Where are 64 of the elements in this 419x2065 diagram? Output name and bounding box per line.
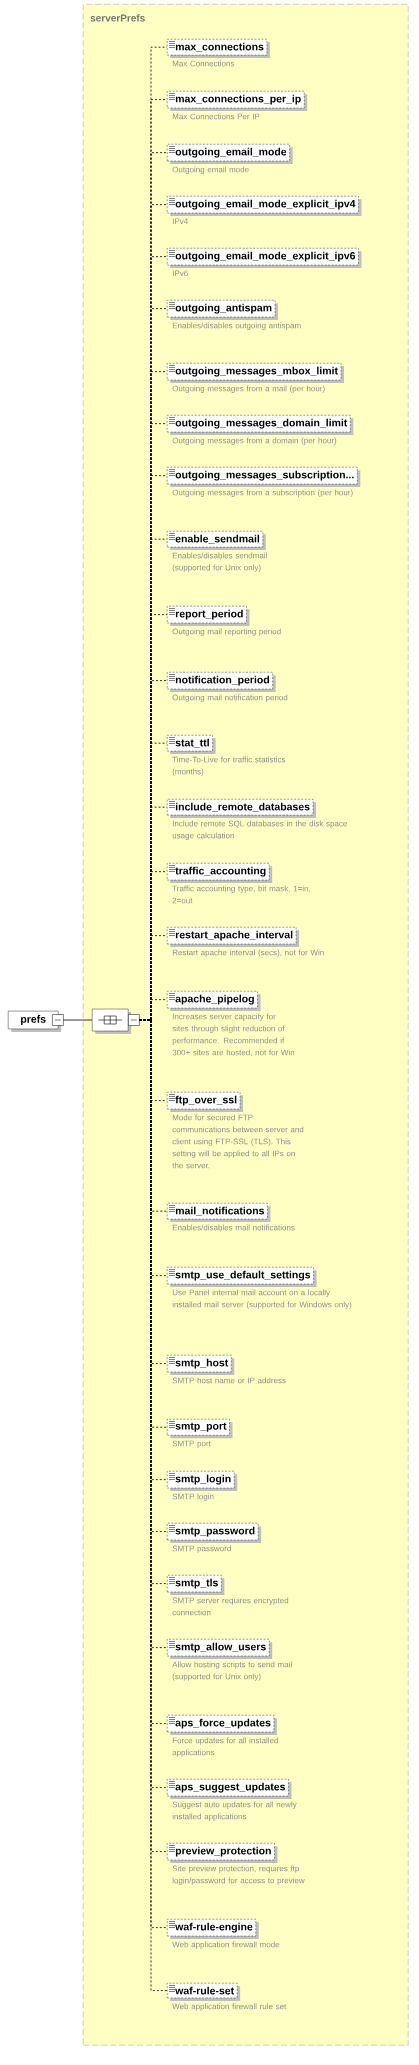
description: Force updates for all installed applications — [172, 1737, 278, 1757]
element-box: stat_ttl — [167, 735, 216, 755]
element-box: outgoing_email_mode — [167, 144, 293, 165]
description: SMTP port — [172, 1440, 211, 1448]
description: IPv4 — [172, 218, 188, 224]
element-box: smtp_port — [167, 1419, 233, 1439]
connector — [63, 1019, 93, 1021]
description: SMTP server requires encrypted connection — [172, 1597, 289, 1616]
description: SMTP host name or IP address — [172, 1377, 286, 1384]
description: Max Connections Per IP — [172, 113, 260, 120]
element-box: apache_pipelog — [167, 991, 261, 1012]
description: Enables/disables outgoing antispam — [172, 322, 301, 330]
description: Outgoing messages from a domain (per hour) — [172, 437, 337, 445]
element-box: smtp_host — [167, 1355, 235, 1375]
element-box: smtp_password — [167, 1523, 262, 1543]
element-box: waf-rule-engine — [167, 1919, 259, 1940]
description: Include remote SQL databases in the disk space usage calculation — [172, 820, 347, 840]
description: Site preview protection, requires ftp login/password for access to preview — [172, 1865, 305, 1885]
element-box: outgoing_email_mode_explicit_ipv6 — [167, 248, 362, 269]
description: Outgoing mail notification period — [172, 694, 288, 702]
description: Mode for secured FTP communications between server and client using FTP-SSL (TLS). This setting will be applied to all IPs on the server. — [172, 1114, 304, 1169]
description: IPv6 — [172, 270, 188, 277]
element-box: enable_sendmail — [167, 531, 266, 551]
description: Increases server capacity for sites through slight reduction of performance. Recommended if 300+ sites are hosted, not for Win — [172, 1013, 295, 1057]
element-box: report_period — [167, 606, 250, 626]
element-box: aps_suggest_updates — [167, 1779, 292, 1800]
element-box: waf-rule-set — [167, 1983, 241, 2001]
element-box: ftp_over_ssl — [167, 1092, 244, 1112]
element-box: outgoing_messages_subscription... — [167, 467, 361, 488]
element-box: outgoing_email_mode_explicit_ipv4 — [167, 196, 362, 217]
description: SMTP login — [172, 1493, 214, 1501]
element-box: max_connections — [167, 39, 270, 59]
description: Traffic accounting type, bit mask, 1=in, 2=out — [172, 885, 310, 904]
description: Allow hosting scripts to send mail (supported for Unix only) — [172, 1661, 292, 1681]
description: Outgoing messages from a mail (per hour) — [172, 385, 325, 393]
description: Suggest auto updates for all newly installed applications — [172, 1801, 297, 1821]
element-box: smtp_login — [167, 1471, 238, 1492]
element-box: mail_notifications — [167, 1203, 271, 1223]
description: Web application firewall rule set — [172, 2003, 287, 2011]
element-box: outgoing_antispam — [167, 300, 279, 321]
description: Outgoing messages from a subscription (per hour) — [172, 489, 353, 497]
description: Restart apache interval (secs), not for Win — [172, 949, 324, 957]
element-box: max_connections_per_ip — [167, 91, 308, 111]
element-box: traffic_accounting — [167, 863, 273, 884]
element-box: restart_apache_interval — [167, 927, 300, 947]
description: Outgoing email mode — [172, 166, 249, 174]
description: Time-To-Live for traffic statistics (months) — [172, 756, 286, 776]
element-box: aps_force_updates — [167, 1715, 277, 1735]
element-box: notification_period — [167, 672, 276, 692]
element-box: smtp_allow_users — [167, 1639, 273, 1659]
element-box: preview_protection — [167, 1843, 278, 1863]
description: SMTP password — [172, 1545, 231, 1553]
element-box: prefs — [8, 1010, 62, 1032]
description: Enables/disables mail notifications — [172, 1224, 295, 1231]
element-box: smtp_tls — [167, 1575, 225, 1595]
description: Max Connections — [172, 60, 235, 67]
element-box: include_remote_databases — [167, 799, 316, 819]
description: Enables/disables sendmail (supported for Unix only) — [172, 552, 267, 572]
description: Outgoing mail reporting period — [172, 628, 281, 636]
element-box: outgoing_messages_domain_limit — [167, 415, 354, 436]
element-box: smtp_use_default_settings — [167, 1267, 317, 1288]
description: Use Panel internal mail account on a locally installed mail server (supported for Windows only) — [172, 1289, 352, 1309]
description: Web application firewall mode — [172, 1941, 280, 1949]
element-box: outgoing_messages_mbox_limit — [167, 363, 344, 384]
